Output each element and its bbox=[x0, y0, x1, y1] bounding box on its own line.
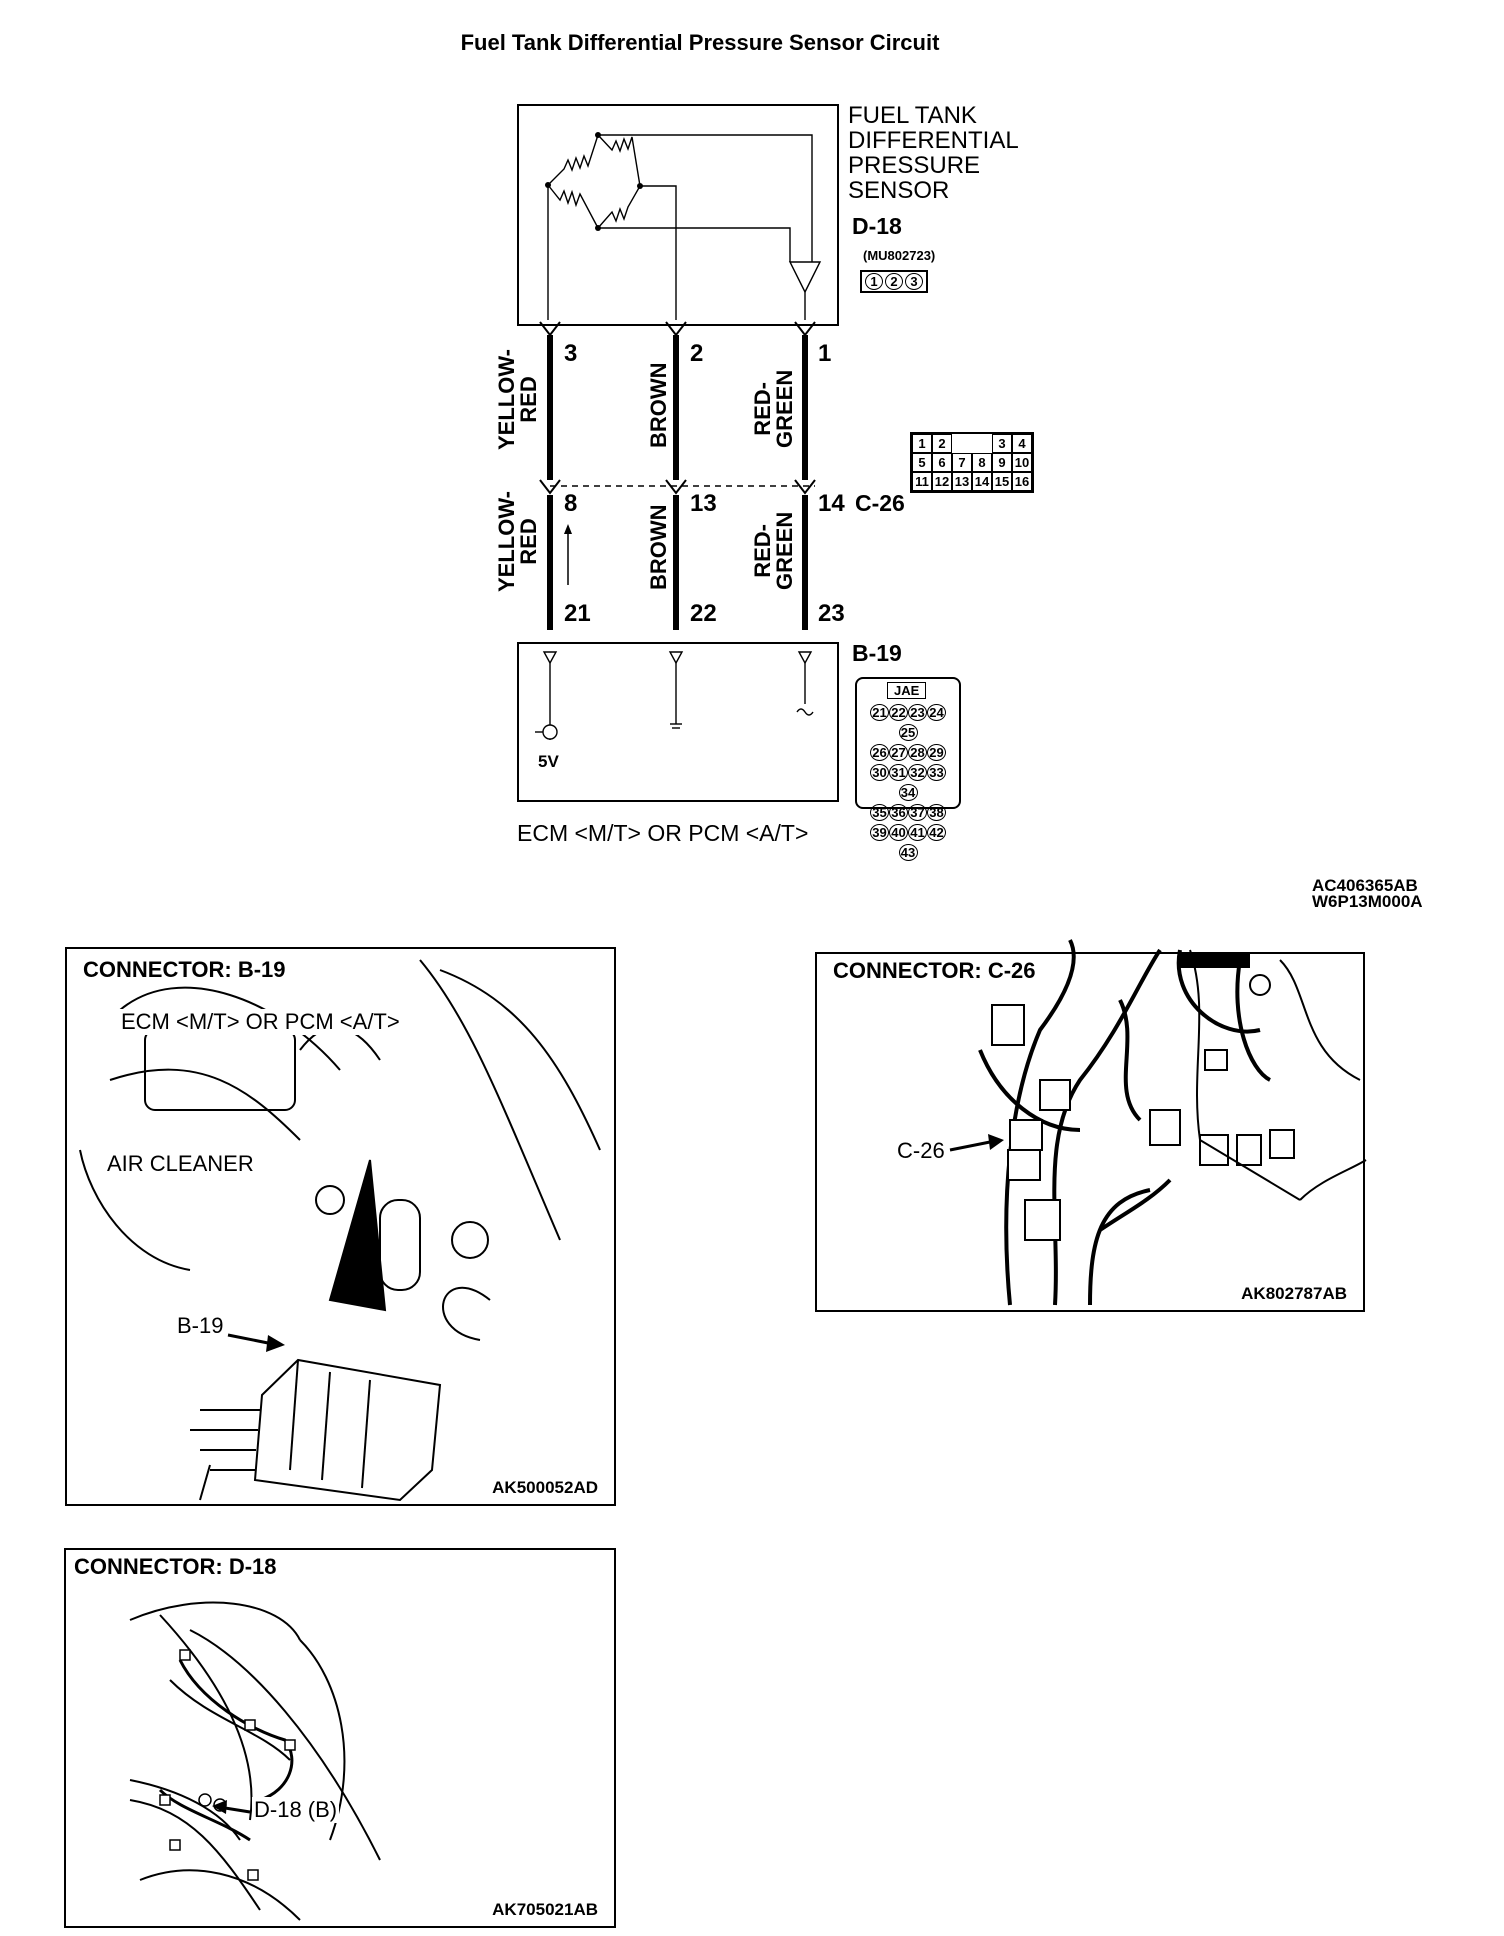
diagram-title: Fuel Tank Differential Pressure Sensor C… bbox=[460, 30, 940, 55]
pin-label: 21 bbox=[564, 600, 591, 627]
pin-label: 1 bbox=[818, 340, 832, 367]
voltage-label: 5V bbox=[538, 752, 559, 771]
figure-code: AK705021AB bbox=[492, 1900, 598, 1919]
panel-connector-b19: CONNECTOR: B-19 ECM <M/T> OR PCM <A/T> A… bbox=[65, 947, 616, 1506]
sensor-connector-face: 1 2 3 bbox=[860, 270, 928, 293]
figure-code: AK802787AB bbox=[1241, 1284, 1347, 1303]
ecm-label: ECM <M/T> OR PCM <A/T> bbox=[517, 820, 809, 846]
wire-color-label: RED- GREEN bbox=[750, 511, 797, 590]
pin-label: 8 bbox=[564, 490, 578, 517]
panel-title: CONNECTOR: C-26 bbox=[829, 958, 1040, 984]
pin-label: 2 bbox=[690, 340, 704, 367]
sensor-connector-id: D-18 bbox=[852, 213, 902, 239]
panel-connector-d18: CONNECTOR: D-18 D-18 (B) AK705021AB bbox=[64, 1548, 616, 1928]
callout-label: B-19 bbox=[175, 1313, 226, 1339]
figure-code: AK500052AD bbox=[492, 1478, 598, 1497]
panel-title: CONNECTOR: D-18 bbox=[70, 1554, 281, 1580]
pin-label: 23 bbox=[818, 600, 845, 627]
wire-color-label: BROWN bbox=[646, 362, 671, 448]
wire-color-label: YELLOW- RED bbox=[494, 349, 541, 450]
callout-label: AIR CLEANER bbox=[105, 1151, 256, 1177]
panel-connector-c26: CONNECTOR: C-26 C-26 AK802787AB bbox=[815, 952, 1365, 1312]
b19-label: B-19 bbox=[852, 640, 902, 666]
c26-label: C-26 bbox=[855, 490, 905, 516]
wire-color-label: BROWN bbox=[646, 504, 671, 590]
pin-label: 14 bbox=[818, 490, 845, 517]
sensor-name: FUEL TANK DIFFERENTIAL PRESSURE SENSOR bbox=[848, 102, 1019, 204]
pin-label: 22 bbox=[690, 600, 717, 627]
reference-codes: AC406365AB W6P13M000A bbox=[1312, 876, 1423, 911]
callout-label: C-26 bbox=[895, 1138, 947, 1164]
callout-label: D-18 (B) bbox=[252, 1797, 340, 1823]
wire-color-label: RED- GREEN bbox=[750, 369, 797, 448]
sensor-part-number: (MU802723) bbox=[863, 248, 936, 263]
pin-label: 13 bbox=[690, 490, 717, 517]
wire-color-label: YELLOW- RED bbox=[494, 491, 541, 592]
callout-label: ECM <M/T> OR PCM <A/T> bbox=[119, 1009, 402, 1035]
panel-title: CONNECTOR: B-19 bbox=[79, 957, 290, 983]
pin-label: 3 bbox=[564, 340, 578, 367]
